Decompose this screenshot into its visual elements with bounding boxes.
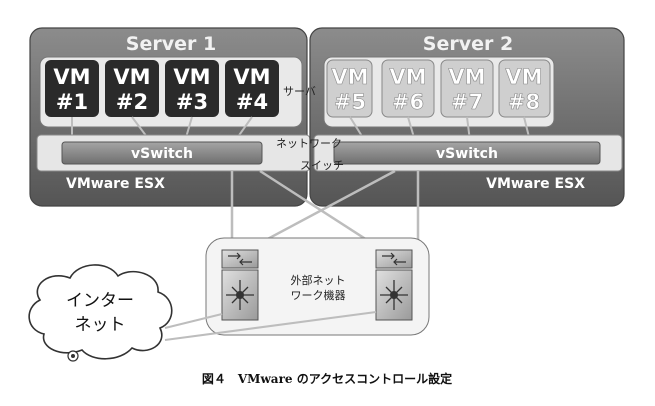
external-switch-right (375, 249, 413, 321)
internet-label-line2: ネット (75, 315, 126, 335)
server-2: Server 2 VM #5 VM #6 VM #7 VM #8 (309, 27, 625, 207)
vm-8: VM #8 (498, 59, 551, 118)
vm-4-number: #4 (236, 90, 268, 114)
vm-5-label: VM (331, 65, 368, 89)
esx-2-label: VMware ESX (486, 176, 585, 192)
external-equipment-label-line2: ワーク機器 (291, 288, 346, 302)
vm-5-number: #5 (334, 90, 366, 114)
network-switch-annotation-line1: ネットワーク (276, 137, 342, 150)
vswitch-2 (333, 141, 601, 165)
vm-7-number: #7 (451, 90, 483, 114)
external-network-equipment: 外部ネット ワーク機器 (205, 237, 430, 336)
external-equipment-label-line1: 外部ネット (291, 273, 346, 287)
vm-6-label: VM (389, 65, 426, 89)
vswitch-1-label: vSwitch (131, 146, 193, 162)
vm-2-number: #2 (116, 90, 148, 114)
vm-4-label: VM (233, 65, 270, 89)
vm-7: VM #7 (440, 59, 494, 118)
vm-6-number: #6 (392, 90, 424, 114)
esx-1-label: VMware ESX (66, 176, 165, 192)
network-switch-annotation-line2: スイッチ (300, 159, 344, 172)
internet-label-line1: インター (66, 291, 134, 311)
vswitch-2-label: vSwitch (436, 146, 498, 162)
server-1: Server 1 VM #1 VM #2 VM #3 VM #4 (29, 27, 311, 207)
figure-caption: 図４ VMware のアクセスコントロール設定 (202, 371, 452, 386)
vm-3-label: VM (173, 65, 210, 89)
external-switch-left (221, 249, 259, 321)
server-2-title: Server 2 (423, 33, 513, 55)
internet-links (164, 311, 377, 341)
vm-3: VM #3 (165, 60, 219, 117)
vswitch-1 (61, 141, 263, 165)
server-1-title: Server 1 (126, 33, 216, 55)
vm-1-number: #1 (56, 90, 88, 114)
vm-1-label: VM (53, 65, 90, 89)
vm-5: VM #5 (326, 59, 373, 118)
internet-cloud: インター ネット (28, 264, 173, 362)
vm-3-number: #3 (176, 90, 208, 114)
vm-8-label: VM (505, 65, 542, 89)
vm-8-number: #8 (508, 90, 540, 114)
vm-7-label: VM (448, 65, 485, 89)
vm-4: VM #4 (225, 60, 279, 117)
vm-2: VM #2 (105, 60, 159, 117)
vm-6: VM #6 (381, 59, 435, 118)
vm-1: VM #1 (45, 60, 99, 117)
server-annotation: サーバ (283, 85, 316, 98)
vm-2-label: VM (113, 65, 150, 89)
